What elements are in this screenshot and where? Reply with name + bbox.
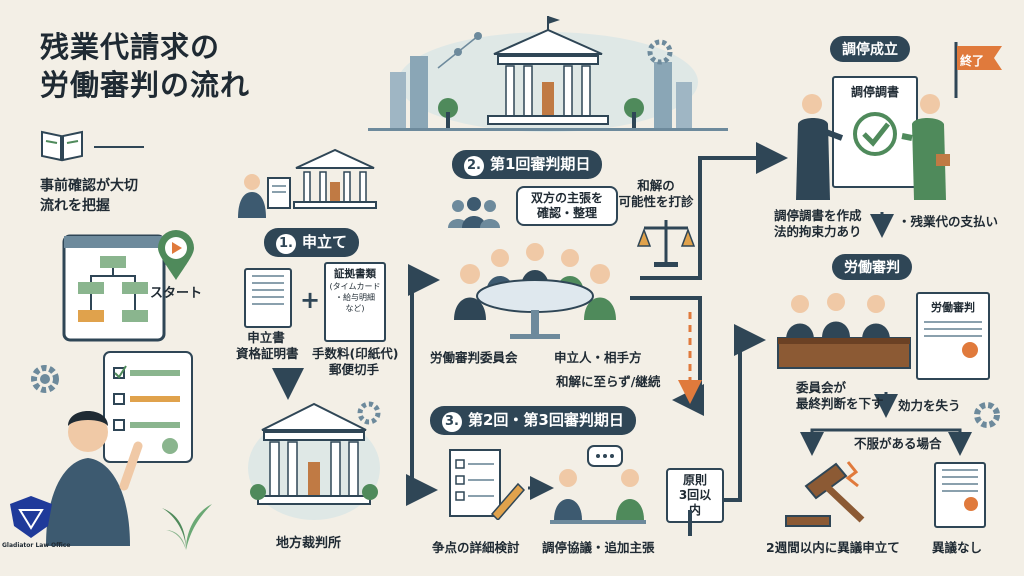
step3-label: 第2回・第3回審判期日 xyxy=(468,411,624,429)
application-docs-label: 申立書 資格証明書 xyxy=(236,330,296,362)
intro-line1: 事前確認が大切 xyxy=(40,176,138,196)
step2-label: 第1回審判期日 xyxy=(490,155,590,173)
committee-members-icon xyxy=(446,196,502,232)
court-label: 地方裁判所 xyxy=(276,536,341,552)
step3-number: 3. xyxy=(442,412,462,432)
book-icon xyxy=(40,128,84,162)
gear-icon xyxy=(28,362,62,396)
logo-caption: Gladiator Law Office xyxy=(2,542,70,549)
step2-number: 2. xyxy=(464,156,484,176)
committee-label: 労働審判委員会 xyxy=(430,350,518,366)
mediation-discussion-icon xyxy=(548,444,648,530)
no-settlement-label: 和解に至らず/継続 xyxy=(556,374,660,390)
no-objection-label: 異議なし xyxy=(932,540,982,556)
doc1-label: 申立書 xyxy=(236,330,296,346)
plant-icon xyxy=(156,494,216,550)
title-line2: 労働審判の流れ xyxy=(40,66,250,104)
loses-effect-label: 効力を失う xyxy=(898,398,961,414)
evidence-title: 証拠書類 xyxy=(326,268,384,281)
flag-icon xyxy=(950,40,1006,100)
application-document-icon xyxy=(244,268,292,328)
rule2-label: 3回以内 xyxy=(673,488,717,518)
mediation-success-pill: 調停成立 xyxy=(830,36,910,62)
fee1-label: 手数料(印紙代) xyxy=(312,346,396,362)
arrow-to-step3 xyxy=(412,278,430,490)
checklist-pen-icon xyxy=(446,448,526,520)
evidence-sub3: など) xyxy=(326,303,384,314)
gear-right-icon xyxy=(970,398,1004,432)
arrow-to-step2 xyxy=(412,278,432,284)
no-objection-document xyxy=(934,462,986,528)
fee-label: 手数料(印紙代) 郵便切手 xyxy=(312,346,396,378)
law-office-logo xyxy=(6,494,56,540)
objection-filed-label: 2週間以内に異議申立て xyxy=(766,540,900,556)
tribunal-doc-title: 労働審判 xyxy=(918,300,988,316)
step1-number: 1. xyxy=(276,234,296,254)
divider xyxy=(94,146,144,148)
mediation-talks-label: 調停協議・追加主張 xyxy=(542,540,655,556)
step2-pill: 2. 第1回審判期日 xyxy=(452,150,602,179)
sign-post xyxy=(688,510,692,536)
intro-text: 事前確認が大切 流れを把握 xyxy=(40,176,138,216)
page-title: 残業代請求の 労働審判の流れ xyxy=(40,28,250,104)
mediation-note1: 調停調書を作成 xyxy=(774,208,862,224)
meeting-table-illustration xyxy=(440,234,630,344)
start-label: スタート xyxy=(150,286,202,302)
issue-review-label: 争点の詳細検討 xyxy=(432,540,520,556)
scales-icon xyxy=(636,214,696,270)
handshake-people-icon xyxy=(790,90,950,200)
rule1-label: 原則 xyxy=(673,473,717,488)
mediation-note3: ・残業代の支払い xyxy=(898,214,998,230)
side2-label: 可能性を打診 xyxy=(618,194,694,210)
objection-label: 不服がある場合 xyxy=(850,436,946,452)
parties-label: 申立人・相手方 xyxy=(554,350,642,366)
district-court-building-icon xyxy=(246,396,382,522)
step3-pill: 3. 第2回・第3回審判期日 xyxy=(430,406,636,435)
intro-line2: 流れを把握 xyxy=(40,196,138,216)
bubble-line1: 双方の主張を xyxy=(524,191,610,206)
location-pin-icon xyxy=(156,230,196,282)
person-with-document-icon xyxy=(234,170,294,220)
judges-bench-icon xyxy=(776,288,914,378)
gavel-icon xyxy=(776,458,866,534)
step1-label: 申立て xyxy=(302,233,347,251)
settlement-probe-label: 和解の 可能性を打診 xyxy=(618,178,694,210)
side1-label: 和解の xyxy=(618,178,694,194)
evidence-sub2: ・給与明細 xyxy=(326,292,384,303)
labor-tribunal-pill: 労働審判 xyxy=(832,254,912,280)
seal-small-icon xyxy=(964,497,978,511)
seal-icon xyxy=(962,342,978,358)
step1-pill: 1. 申立て xyxy=(264,228,359,257)
evidence-document: 証拠書類 (タイムカード ・給与明細 など) xyxy=(324,262,386,342)
tribunal-note1: 委員会が xyxy=(796,380,884,396)
court-skyline-illustration xyxy=(368,12,728,132)
tribunal-notes: 委員会が 最終判断を下す xyxy=(796,380,884,412)
mediation-note2: 法的拘束力あり xyxy=(774,224,862,240)
tribunal-decision-document: 労働審判 xyxy=(916,292,990,380)
doc1b-label: 資格証明書 xyxy=(236,346,296,362)
arrow-to-tribunal xyxy=(720,340,758,500)
three-sessions-sign: 原則 3回以内 xyxy=(666,468,724,523)
fee2-label: 郵便切手 xyxy=(312,362,396,378)
tribunal-note2: 最終判断を下す xyxy=(796,396,884,412)
bubble-line2: 確認・整理 xyxy=(524,206,610,221)
court-building-small-icon xyxy=(290,146,380,210)
plus-icon: + xyxy=(300,286,320,314)
speech-bubble: 双方の主張を 確認・整理 xyxy=(516,186,618,226)
evidence-sub1: (タイムカード xyxy=(326,281,384,292)
mediation-notes: 調停調書を作成 法的拘束力あり xyxy=(774,208,862,240)
flag-label: 終了 xyxy=(960,52,984,69)
title-line1: 残業代請求の xyxy=(40,28,250,66)
